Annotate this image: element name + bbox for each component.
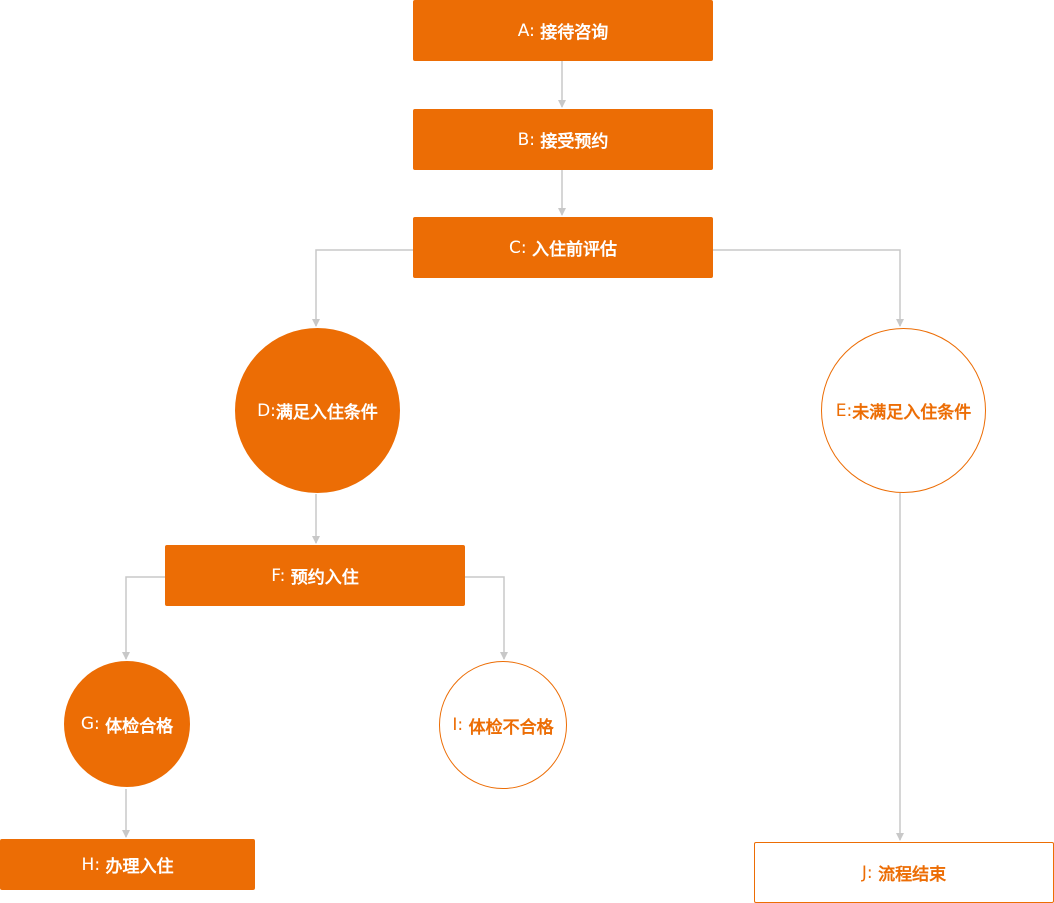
node-b-id: B:	[517, 129, 535, 150]
edge-c-to-e	[713, 249, 904, 327]
node-d-meets-conditions: D:满足入住条件	[235, 328, 400, 493]
node-f-label: 预约入住	[290, 568, 359, 588]
node-e-label: 未满足入住条件	[852, 403, 972, 423]
node-i-id: I:	[452, 715, 464, 735]
node-a-reception-consultation: A: 接待咨询	[413, 0, 713, 61]
node-c-label: 入住前评估	[532, 240, 617, 260]
node-f-id: F:	[271, 565, 286, 586]
node-c-id: C:	[508, 237, 527, 258]
node-h-id: H:	[81, 854, 101, 875]
node-f-reserve-admission: F: 预约入住	[165, 545, 465, 606]
node-i-label: 体检不合格	[468, 717, 554, 738]
edge-c-to-d	[312, 249, 413, 327]
node-g-label: 体检合格	[105, 716, 174, 737]
node-d-label: 满足入住条件	[275, 403, 378, 423]
node-c-pre-admission-assessment: C: 入住前评估	[413, 217, 713, 278]
node-a-label: 接待咨询	[540, 23, 609, 43]
node-a-id: A:	[517, 20, 535, 41]
node-g-exam-passed: G: 体检合格	[64, 661, 190, 787]
edge-f-to-g	[122, 576, 165, 660]
node-h-complete-admission: H: 办理入住	[0, 839, 255, 890]
node-e-id: E:	[835, 400, 853, 421]
node-i-exam-failed: I: 体检不合格	[439, 661, 567, 789]
node-d-id: D:	[257, 400, 276, 421]
node-b-accept-appointment: B: 接受预约	[413, 109, 713, 170]
node-b-label: 接受预约	[540, 132, 609, 152]
node-h-label: 办理入住	[105, 857, 174, 877]
node-e-not-meets-conditions: E:未满足入住条件	[821, 328, 986, 493]
edge-f-to-i	[465, 576, 508, 660]
node-j-process-end: J: 流程结束	[754, 842, 1054, 903]
node-j-label: 流程结束	[878, 865, 947, 885]
node-g-id: G:	[80, 714, 100, 734]
node-j-id: J:	[861, 862, 873, 883]
